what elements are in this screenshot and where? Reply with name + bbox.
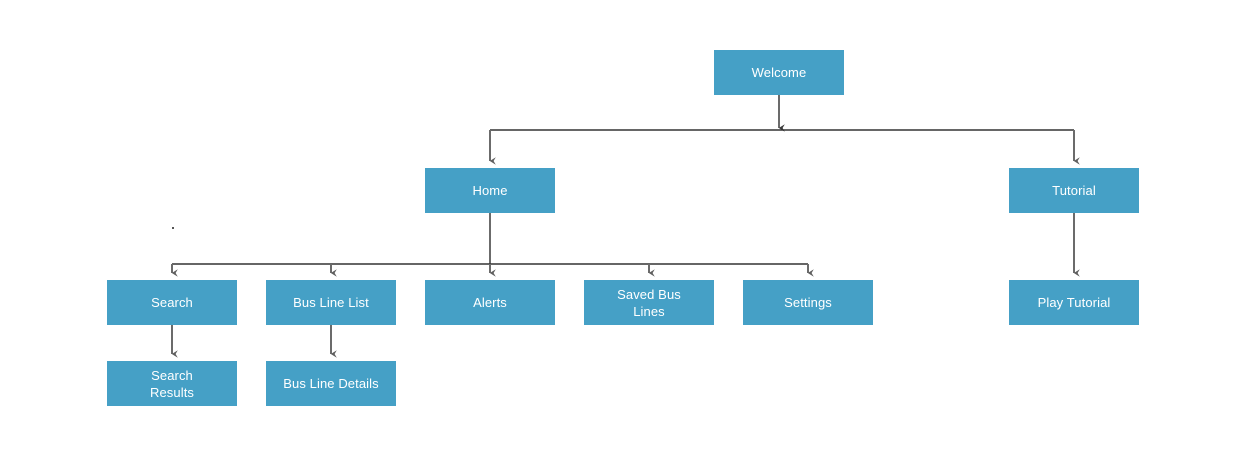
node-bus-line-details[interactable]: Bus Line Details: [266, 361, 396, 406]
node-bus-line-list[interactable]: Bus Line List: [266, 280, 396, 325]
node-saved-bus-lines[interactable]: Saved Bus Lines: [584, 280, 714, 325]
stray-dot-artifact: [172, 227, 174, 229]
node-tutorial[interactable]: Tutorial: [1009, 168, 1139, 213]
node-search-results[interactable]: Search Results: [107, 361, 237, 406]
node-alerts[interactable]: Alerts: [425, 280, 555, 325]
node-home[interactable]: Home: [425, 168, 555, 213]
node-search[interactable]: Search: [107, 280, 237, 325]
node-play-tutorial[interactable]: Play Tutorial: [1009, 280, 1139, 325]
node-settings[interactable]: Settings: [743, 280, 873, 325]
node-welcome[interactable]: Welcome: [714, 50, 844, 95]
